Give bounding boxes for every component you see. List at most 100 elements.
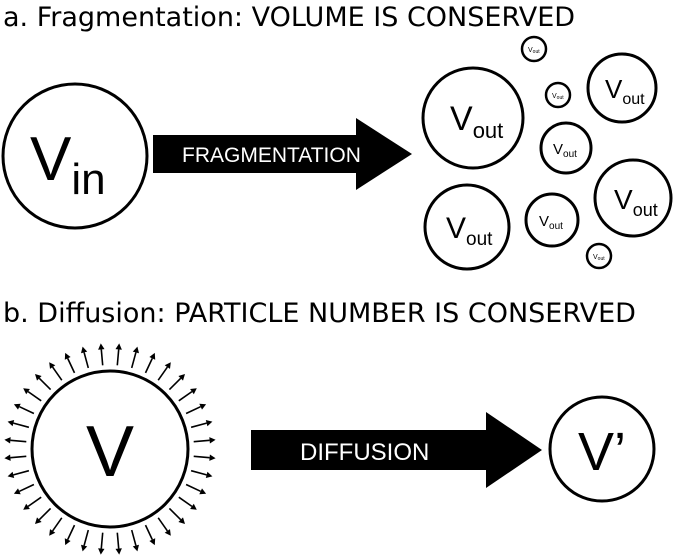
diffusion-ray-head [23, 388, 30, 395]
input-volume-circle: Vin [1, 82, 149, 230]
svg-text:Vout: Vout [539, 213, 563, 232]
svg-text:Vout: Vout [614, 184, 658, 220]
fragment-circle-small-2: Vout [544, 81, 572, 109]
diffusion-ray-head [64, 538, 71, 546]
diffusion-arrow: DIFFUSION [251, 412, 542, 488]
diffusion-ray-head [115, 548, 122, 555]
fragment-circle-small-3: Vout [585, 242, 613, 270]
svg-text:Vout: Vout [446, 212, 493, 250]
diffusion-ray-head [178, 374, 185, 381]
diffusion-ray-head [4, 437, 11, 444]
diffusion-ray-shaft [27, 390, 42, 402]
diffusion-ray-shaft [168, 377, 182, 391]
diffusion-ray-head [35, 517, 42, 524]
diffusion-ray-head [132, 346, 139, 354]
diffusion-ray-head [178, 517, 185, 524]
diffusion-ray-head [199, 403, 207, 410]
diffusion-ray-head [164, 529, 171, 536]
diffusion-ray-head [149, 352, 156, 360]
diffusion-arrow-label: DIFFUSION [300, 439, 429, 466]
diffusing-volume-label: V [86, 412, 134, 492]
diffusion-ray-shaft [10, 455, 27, 459]
fragment-circle-large-1: Vout [421, 66, 525, 170]
diffusion-ray-shaft [100, 532, 104, 549]
diffusion-ray-shaft [13, 422, 30, 429]
diffusion-ray-shaft [116, 532, 120, 549]
output-fragments: Vout Vout Vout Vout Vout Vout Vout Vout [421, 35, 673, 271]
diffusion-ray-shaft [19, 483, 35, 493]
diffusion-ray-shaft [66, 358, 76, 374]
diffusion-ray-shaft [130, 529, 137, 546]
fragment-circle-large-3: Vout [593, 158, 673, 238]
diffusion-ray-shaft [51, 366, 63, 381]
diffusion-ray-shaft [66, 524, 76, 540]
fragment-circle-medium-2: Vout [524, 192, 580, 248]
svg-text:Vout: Vout [605, 74, 645, 108]
diffusion-ray-head [190, 503, 197, 510]
fragment-circle-small-1: Vout [520, 35, 548, 63]
diffusion-ray-shaft [185, 405, 201, 415]
diffusion-ray-shaft [51, 517, 63, 532]
diffusion-ray-shaft [144, 358, 154, 374]
diffusion-ray-shaft [19, 405, 35, 415]
diffusion-ray-shaft [185, 483, 201, 493]
diffusion-ray-head [13, 403, 21, 410]
diffusion-ray-head [7, 420, 15, 427]
diffusion-ray-shaft [100, 349, 104, 366]
diffusion-ray-head [205, 471, 213, 478]
diffusion-ray-head [209, 437, 216, 444]
diffused-volume-label: V’ [578, 422, 626, 482]
diffusing-volume-circle: V [30, 369, 190, 529]
diffusion-ray-shaft [130, 352, 137, 369]
diffusion-ray-shaft [10, 439, 27, 443]
diffusion-ray-shaft [83, 352, 90, 369]
diffusion-ray-head [190, 388, 197, 395]
panel-b-heading: b. Diffusion: PARTICLE NUMBER IS CONSERV… [3, 298, 636, 329]
diffusion-ray-shaft [178, 496, 193, 508]
diffusion-ray-shaft [116, 349, 120, 366]
diffusion-ray-head [209, 454, 216, 461]
diffused-volume-circle: V’ [548, 395, 656, 503]
diffusion-ray-head [132, 544, 139, 552]
diffusion-ray-shaft [178, 390, 193, 402]
diffusion-ray-head [149, 538, 156, 546]
diffusion-ray-shaft [190, 422, 207, 429]
fragmentation-arrow-label: FRAGMENTATION [182, 144, 361, 167]
diffusion-ray-head [13, 488, 21, 495]
diffusion-ray-head [49, 362, 56, 369]
diffusion-ray-shaft [83, 529, 90, 546]
svg-text:Vout: Vout [593, 254, 605, 262]
diffusion-ray-shaft [13, 469, 30, 476]
diffusion-ray-shaft [38, 507, 52, 521]
diffusion-ray-shaft [27, 496, 42, 508]
diffusion-ray-head [7, 471, 15, 478]
input-volume-label: Vin [30, 125, 106, 204]
panel-a-heading: a. Fragmentation: VOLUME IS CONSERVED [3, 2, 575, 33]
fragment-circle-large-2: Vout [586, 52, 658, 124]
diffusion-ray-head [164, 362, 171, 369]
diffusion-ray-head [205, 420, 213, 427]
fragment-circle-medium-1: Vout [539, 121, 593, 175]
diffusion-ray-head [81, 346, 88, 354]
diffusion-ray-head [98, 548, 105, 555]
diffusion-ray-shaft [157, 366, 169, 381]
diffusion-ray-shaft [190, 469, 207, 476]
diffusion-ray-shaft [193, 455, 210, 459]
diffusion-ray-shaft [193, 439, 210, 443]
diffusion-ray-head [49, 529, 56, 536]
fragmentation-arrow: FRAGMENTATION [153, 118, 412, 190]
diffusion-ray-shaft [168, 507, 182, 521]
diffusion-ray-shaft [157, 517, 169, 532]
diffusion-ray-head [23, 503, 30, 510]
svg-text:Vout: Vout [450, 100, 503, 143]
diffusion-ray-head [98, 343, 105, 350]
diffusion-ray-head [4, 454, 11, 461]
diffusion-ray-head [64, 352, 71, 360]
fragment-circle-large-4: Vout [423, 183, 511, 271]
diffusion-ray-head [81, 544, 88, 552]
svg-text:Vout: Vout [553, 141, 577, 160]
diffusion-ray-head [199, 488, 207, 495]
svg-text:Vout: Vout [528, 47, 540, 55]
